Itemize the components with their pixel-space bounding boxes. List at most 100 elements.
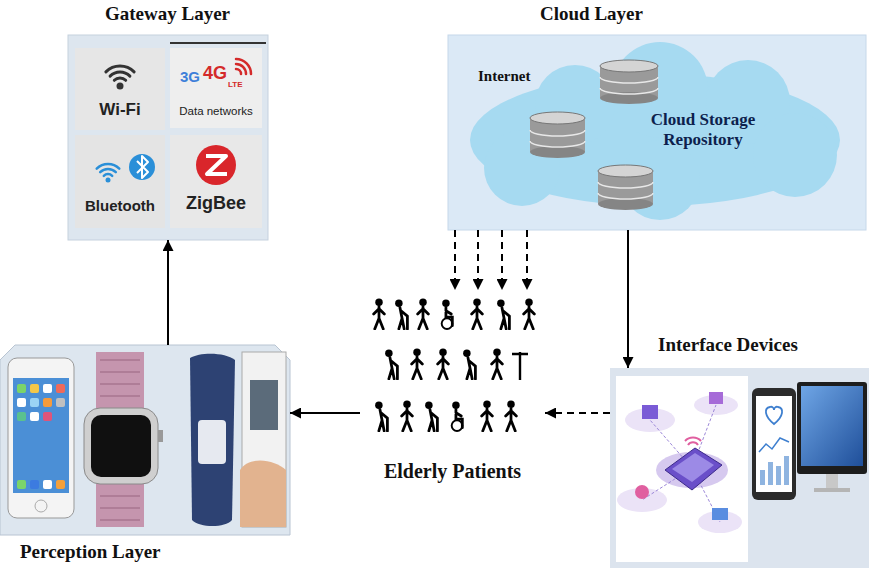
- database-cylinder: [530, 112, 585, 124]
- smartphone-picture: [43, 480, 52, 489]
- smartphone-picture: [43, 412, 52, 421]
- smartphone-picture: [30, 480, 39, 489]
- database-cylinder: [530, 146, 585, 158]
- layer-heading: Gateway Layer: [105, 3, 230, 25]
- elderly-figures: [472, 299, 483, 329]
- elderly-figures: [425, 402, 437, 431]
- smartphone-picture: [13, 378, 69, 493]
- bluetooth-icon: [106, 178, 111, 183]
- network-tile: Wi-Fi: [75, 48, 165, 130]
- elderly-figures: [482, 401, 493, 431]
- flow-arrow: [454, 230, 456, 290]
- flow-arrow: [526, 230, 528, 290]
- smartphone-picture: [17, 480, 26, 489]
- flow-arrow: [167, 240, 169, 345]
- database-cylinder: [600, 77, 658, 94]
- health-app-phone-picture: [768, 462, 773, 485]
- database-cylinder: [598, 165, 653, 177]
- network-badge: 4G: [203, 63, 227, 84]
- connected-devices-picture: [712, 508, 728, 520]
- smartphone-picture: [35, 500, 47, 512]
- elderly-figures: [506, 401, 517, 431]
- smartwatch-picture: [84, 408, 158, 484]
- elderly-figures: [418, 299, 429, 329]
- smartphone-picture: [17, 412, 26, 421]
- monitor-picture: [797, 382, 867, 492]
- zigbee-logo: [206, 156, 227, 174]
- wifi-icon: [117, 83, 124, 90]
- gateway-panel-fill: [68, 35, 268, 240]
- connected-devices-picture: [685, 438, 701, 445]
- smartphone-picture: [43, 384, 52, 393]
- database-cylinder: [598, 182, 653, 199]
- bluetooth-icon: [97, 164, 120, 176]
- smartphone-picture: [56, 398, 65, 407]
- cloud-panel-fill: [448, 35, 866, 230]
- wifi-icon: [106, 66, 134, 89]
- flow-arrow: [627, 230, 629, 368]
- connected-devices-picture: [709, 392, 723, 404]
- smartwatch-picture: [91, 415, 151, 477]
- gateway-panel-fill: [170, 48, 262, 128]
- cloud-label: Internet: [478, 68, 531, 85]
- cloud-layer-panel: Cloud LayerInternetCloud Storage Reposit…: [448, 35, 866, 230]
- elderly-figures: [442, 300, 453, 329]
- health-app-phone-picture: [752, 388, 796, 500]
- connected-devices-picture: [616, 376, 748, 562]
- fitness-band-picture: [190, 354, 235, 526]
- smartphone-picture: [56, 384, 65, 393]
- patient-group: Elderly Patients: [360, 290, 545, 488]
- flow-arrow: [501, 230, 503, 290]
- tile-label: Bluetooth: [75, 197, 165, 214]
- network-tile: ZigBee: [170, 135, 262, 228]
- database-cylinder: [530, 130, 585, 147]
- handheld-device-picture: [250, 380, 278, 430]
- cloud-panel-fill: [448, 35, 866, 230]
- connected-devices-picture: [635, 485, 649, 499]
- network-tile: Bluetooth: [75, 135, 165, 228]
- group-label: Elderly Patients: [355, 460, 550, 483]
- flow-connector: [545, 413, 610, 414]
- network-badge: LTE: [228, 80, 243, 89]
- interface-panel-fill: [610, 368, 869, 568]
- connected-devices-picture: [616, 376, 748, 562]
- interface-panel-fill: [610, 368, 869, 568]
- elderly-figures: [452, 402, 463, 431]
- connected-devices-picture: [642, 405, 720, 522]
- smartphone-picture: [56, 480, 65, 489]
- database-cylinder: [600, 60, 658, 72]
- flow-arrow: [290, 412, 360, 414]
- zigbee-logo: [196, 145, 236, 185]
- connected-devices-picture: [672, 453, 714, 482]
- smartphone-picture: [8, 358, 74, 518]
- health-app-phone-picture: [760, 470, 765, 485]
- interface-devices-panel: Interface Devices: [610, 368, 869, 568]
- gateway-panel-fill: [170, 135, 262, 228]
- signal-icon: [236, 59, 251, 74]
- elderly-figures: [512, 352, 528, 380]
- wifi-icon: [106, 66, 134, 80]
- elderly-figures: [412, 349, 423, 379]
- perception-panel-fill: [0, 345, 290, 535]
- smartphone-picture: [30, 398, 39, 407]
- smartphone-picture: [17, 384, 26, 393]
- tile-label: ZigBee: [170, 193, 262, 214]
- monitor-picture: [814, 488, 850, 492]
- fitness-band-picture: [198, 420, 226, 464]
- tile-label: Wi-Fi: [75, 100, 165, 120]
- elderly-figures: [395, 300, 407, 329]
- elderly-figures: [375, 402, 387, 431]
- layer-heading: Perception Layer: [20, 541, 161, 563]
- network-badge: 3G: [180, 68, 200, 85]
- smartwatch-picture: [158, 430, 163, 442]
- handheld-device-picture: [240, 461, 286, 527]
- elderly-figures: [385, 350, 397, 379]
- layer-heading: Cloud Layer: [540, 3, 643, 25]
- perception-layer-panel: Perception Layer: [0, 345, 290, 535]
- connected-devices-picture: [642, 405, 658, 419]
- layer-heading: Interface Devices: [658, 334, 798, 356]
- smartphone-picture: [8, 358, 74, 518]
- fitness-band-picture: [190, 354, 235, 526]
